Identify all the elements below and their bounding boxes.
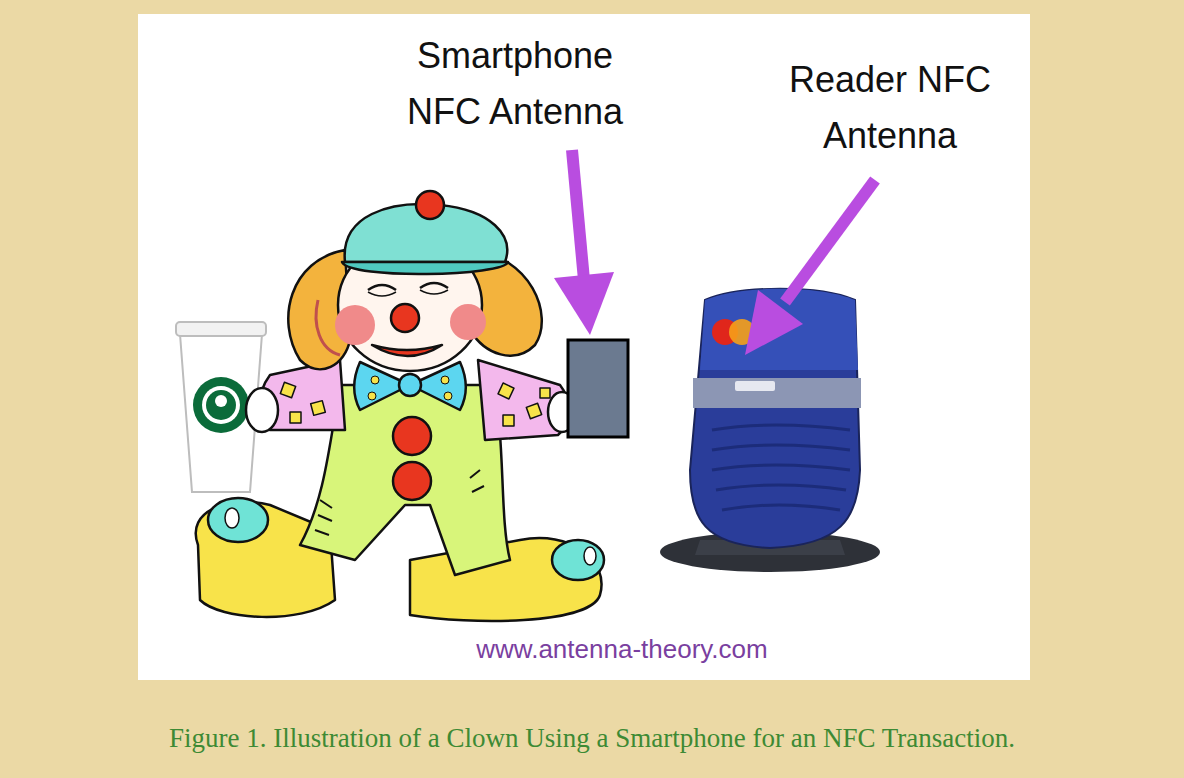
clown (311, 401, 326, 416)
clown (540, 388, 550, 398)
clown (315, 500, 332, 535)
coffee-cup (193, 377, 249, 433)
clown (393, 462, 431, 500)
clown (225, 508, 239, 528)
nfc-reader (735, 381, 775, 391)
smartphone (568, 340, 628, 437)
clown (372, 345, 442, 356)
clown (368, 376, 452, 400)
watermark-url-box: www.antenna-theory.com (412, 634, 832, 664)
nfc-reader (690, 289, 860, 548)
clown (391, 304, 419, 332)
callout-label: Smartphone NFC Antenna (390, 28, 640, 140)
leader-arrow (554, 272, 614, 335)
leader-arrow (785, 180, 875, 302)
nfc-reader (712, 425, 850, 430)
clown (450, 304, 486, 340)
clown (584, 547, 596, 565)
clown (246, 388, 278, 432)
clown (368, 392, 376, 400)
clown (552, 540, 604, 580)
nfc-reader (660, 289, 880, 572)
clown (416, 191, 444, 219)
clown (441, 376, 449, 384)
clown (444, 392, 452, 400)
callout-label-box: Reader NFC Antenna (765, 52, 1015, 164)
nfc-reader (712, 465, 850, 470)
watermark-url: www.antenna-theory.com (412, 634, 832, 664)
figure-caption: Figure 1. Illustration of a Clown Using … (0, 722, 1184, 754)
clown (371, 376, 379, 384)
white-panel (138, 14, 1030, 680)
nfc-reader (722, 505, 840, 510)
callout-label: Reader NFC Antenna (765, 52, 1015, 164)
clown (526, 403, 541, 418)
clown (335, 305, 375, 345)
clown (498, 383, 514, 399)
callout-label-box: Smartphone NFC Antenna (390, 28, 640, 140)
clown (196, 191, 604, 621)
nfc-reader (700, 289, 858, 370)
leader-arrow (745, 290, 803, 355)
nfc-reader (712, 445, 850, 450)
clown (368, 290, 448, 296)
nfc-reader (693, 378, 861, 408)
figure-caption-box: Figure 1. Illustration of a Clown Using … (0, 722, 1184, 754)
clown (470, 470, 484, 492)
clown (393, 417, 431, 455)
coffee-cup (176, 322, 266, 336)
coffee-cup (215, 395, 227, 407)
coffee-cup (202, 386, 240, 424)
nfc-reader (712, 425, 850, 510)
nfc-reader (716, 485, 846, 490)
clown (342, 262, 508, 274)
clown (399, 374, 421, 396)
coffee-cup (206, 390, 236, 420)
clown (208, 498, 268, 542)
clown (290, 412, 301, 423)
clown (280, 382, 295, 397)
clown (368, 283, 448, 290)
leader-arrow (572, 150, 584, 280)
clown (503, 415, 514, 426)
leader-arrow (554, 150, 875, 355)
